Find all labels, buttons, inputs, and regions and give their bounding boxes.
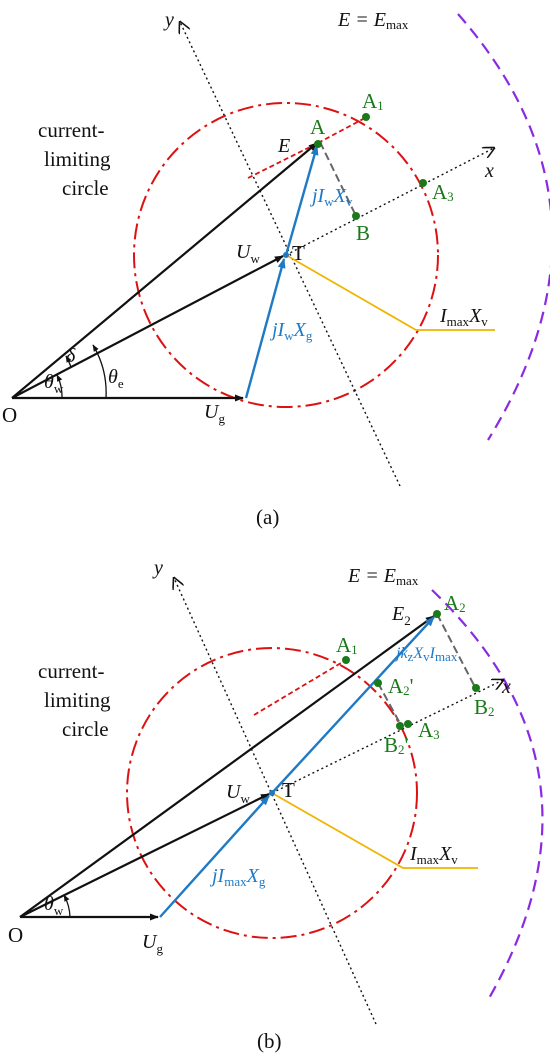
caption-b: (b) xyxy=(257,1029,282,1053)
ug-label-b: Ug xyxy=(142,931,163,956)
theta-w-label-a: θw xyxy=(44,371,64,396)
angle-delta-arc-a xyxy=(65,355,72,368)
imax-xv-line-b xyxy=(271,792,478,869)
a3-label-a: A3 xyxy=(432,180,454,204)
point-b2p-b xyxy=(396,722,404,730)
x-axis-a xyxy=(285,148,494,256)
a2-b2-dashed-b xyxy=(436,613,477,690)
circle-label-line3-b: circle xyxy=(62,717,109,741)
current-limiting-circle-b xyxy=(126,647,418,939)
theta-w-label-b: θw xyxy=(44,893,64,918)
angle-theta-w-arc-a xyxy=(56,374,63,399)
delta-label-a: δ xyxy=(66,345,76,367)
point-b2-b xyxy=(472,684,480,692)
angle-theta-e-arc-a xyxy=(92,344,107,399)
emax-arc-b xyxy=(431,589,544,1001)
a2-label-b: A2 xyxy=(444,591,466,615)
a-b-dashed-a xyxy=(319,141,357,217)
imax-xv-line-a xyxy=(285,254,495,331)
t-label-a: T xyxy=(292,241,305,265)
theta-e-label-a: θe xyxy=(108,366,124,391)
circle-label-line2-b: limiting xyxy=(44,688,111,712)
e-a-dashed-a xyxy=(247,143,317,179)
uw-label-b: Uw xyxy=(226,781,250,806)
e-label-a: E xyxy=(277,135,290,157)
jiwxg-label-a: jIwXg xyxy=(269,319,313,343)
point-a3-a xyxy=(419,179,427,187)
vector-uw-a xyxy=(11,255,284,399)
a1-label-b: A1 xyxy=(336,633,358,657)
b2p-label-b: B2' xyxy=(384,733,408,757)
a1-dashed-b xyxy=(253,659,347,716)
a2p-label-b: A2' xyxy=(388,674,413,698)
vector-jkz-b xyxy=(271,616,435,794)
emax-arc-a xyxy=(457,13,550,441)
a1-label-a: A1 xyxy=(362,89,384,113)
caption-a: (a) xyxy=(256,505,279,529)
point-a1-a xyxy=(362,113,370,121)
y-axis-a xyxy=(180,22,401,487)
point-a2-b xyxy=(433,610,441,618)
emax-label-a: E = Emax xyxy=(337,9,409,32)
angle-theta-w-arc-b xyxy=(63,894,71,918)
jimaxxg-label-b: jImaxXg xyxy=(209,865,266,889)
t-label-b: T xyxy=(282,778,295,802)
point-t-a xyxy=(283,252,289,258)
y-axis-label-a: y xyxy=(163,9,174,31)
point-a2p-b xyxy=(374,679,382,687)
current-limiting-circle-a xyxy=(133,102,439,408)
point-a-a xyxy=(314,140,322,148)
vector-jimaxxg-b xyxy=(159,795,270,918)
circle-label-line3-a: circle xyxy=(62,176,109,200)
vector-e2-b xyxy=(19,615,435,918)
vector-jiwxg-a xyxy=(244,258,286,399)
jkz-label-b: jkzXvImax xyxy=(394,645,458,664)
b-label-a: B xyxy=(356,221,370,245)
x-axis-label-b: x xyxy=(501,676,511,698)
vector-jiwxv-a xyxy=(284,145,319,256)
point-a3-b xyxy=(404,720,412,728)
a2p-b2p-dashed-b xyxy=(377,682,403,728)
imaxxv-label-b: ImaxXv xyxy=(409,843,458,867)
x-axis-label-a: x xyxy=(484,160,494,182)
origin-label-b: O xyxy=(8,923,23,947)
vector-uw-b xyxy=(19,793,270,918)
vector-e-a xyxy=(11,142,318,399)
point-t-b xyxy=(269,790,275,796)
imaxxv-label-a: ImaxXv xyxy=(439,305,488,329)
point-b-a xyxy=(352,212,360,220)
panel-a: current- limiting circle E = Emax y x O … xyxy=(2,9,550,529)
a-label-a: A xyxy=(310,115,326,139)
e2-label-b: E2 xyxy=(391,603,411,628)
origin-label-a: O xyxy=(2,403,17,427)
panel-b: current- limiting circle E = Emax y x O … xyxy=(8,557,544,1053)
emax-label-b: E = Emax xyxy=(347,565,419,588)
ug-label-a: Ug xyxy=(204,401,225,426)
y-axis-label-b: y xyxy=(152,557,163,579)
circle-label-line2-a: limiting xyxy=(44,147,111,171)
y-axis-b xyxy=(174,578,377,1025)
b2-label-b: B2 xyxy=(474,695,495,719)
uw-label-a: Uw xyxy=(236,241,260,266)
circle-label-line1-b: current- xyxy=(38,659,104,683)
jiwxv-label-a: jIwXv xyxy=(309,185,353,209)
a-a1-dashed-a xyxy=(317,117,366,144)
point-a1-b xyxy=(342,656,350,664)
a3-label-b: A3 xyxy=(418,718,440,742)
circle-label-line1-a: current- xyxy=(38,118,104,142)
